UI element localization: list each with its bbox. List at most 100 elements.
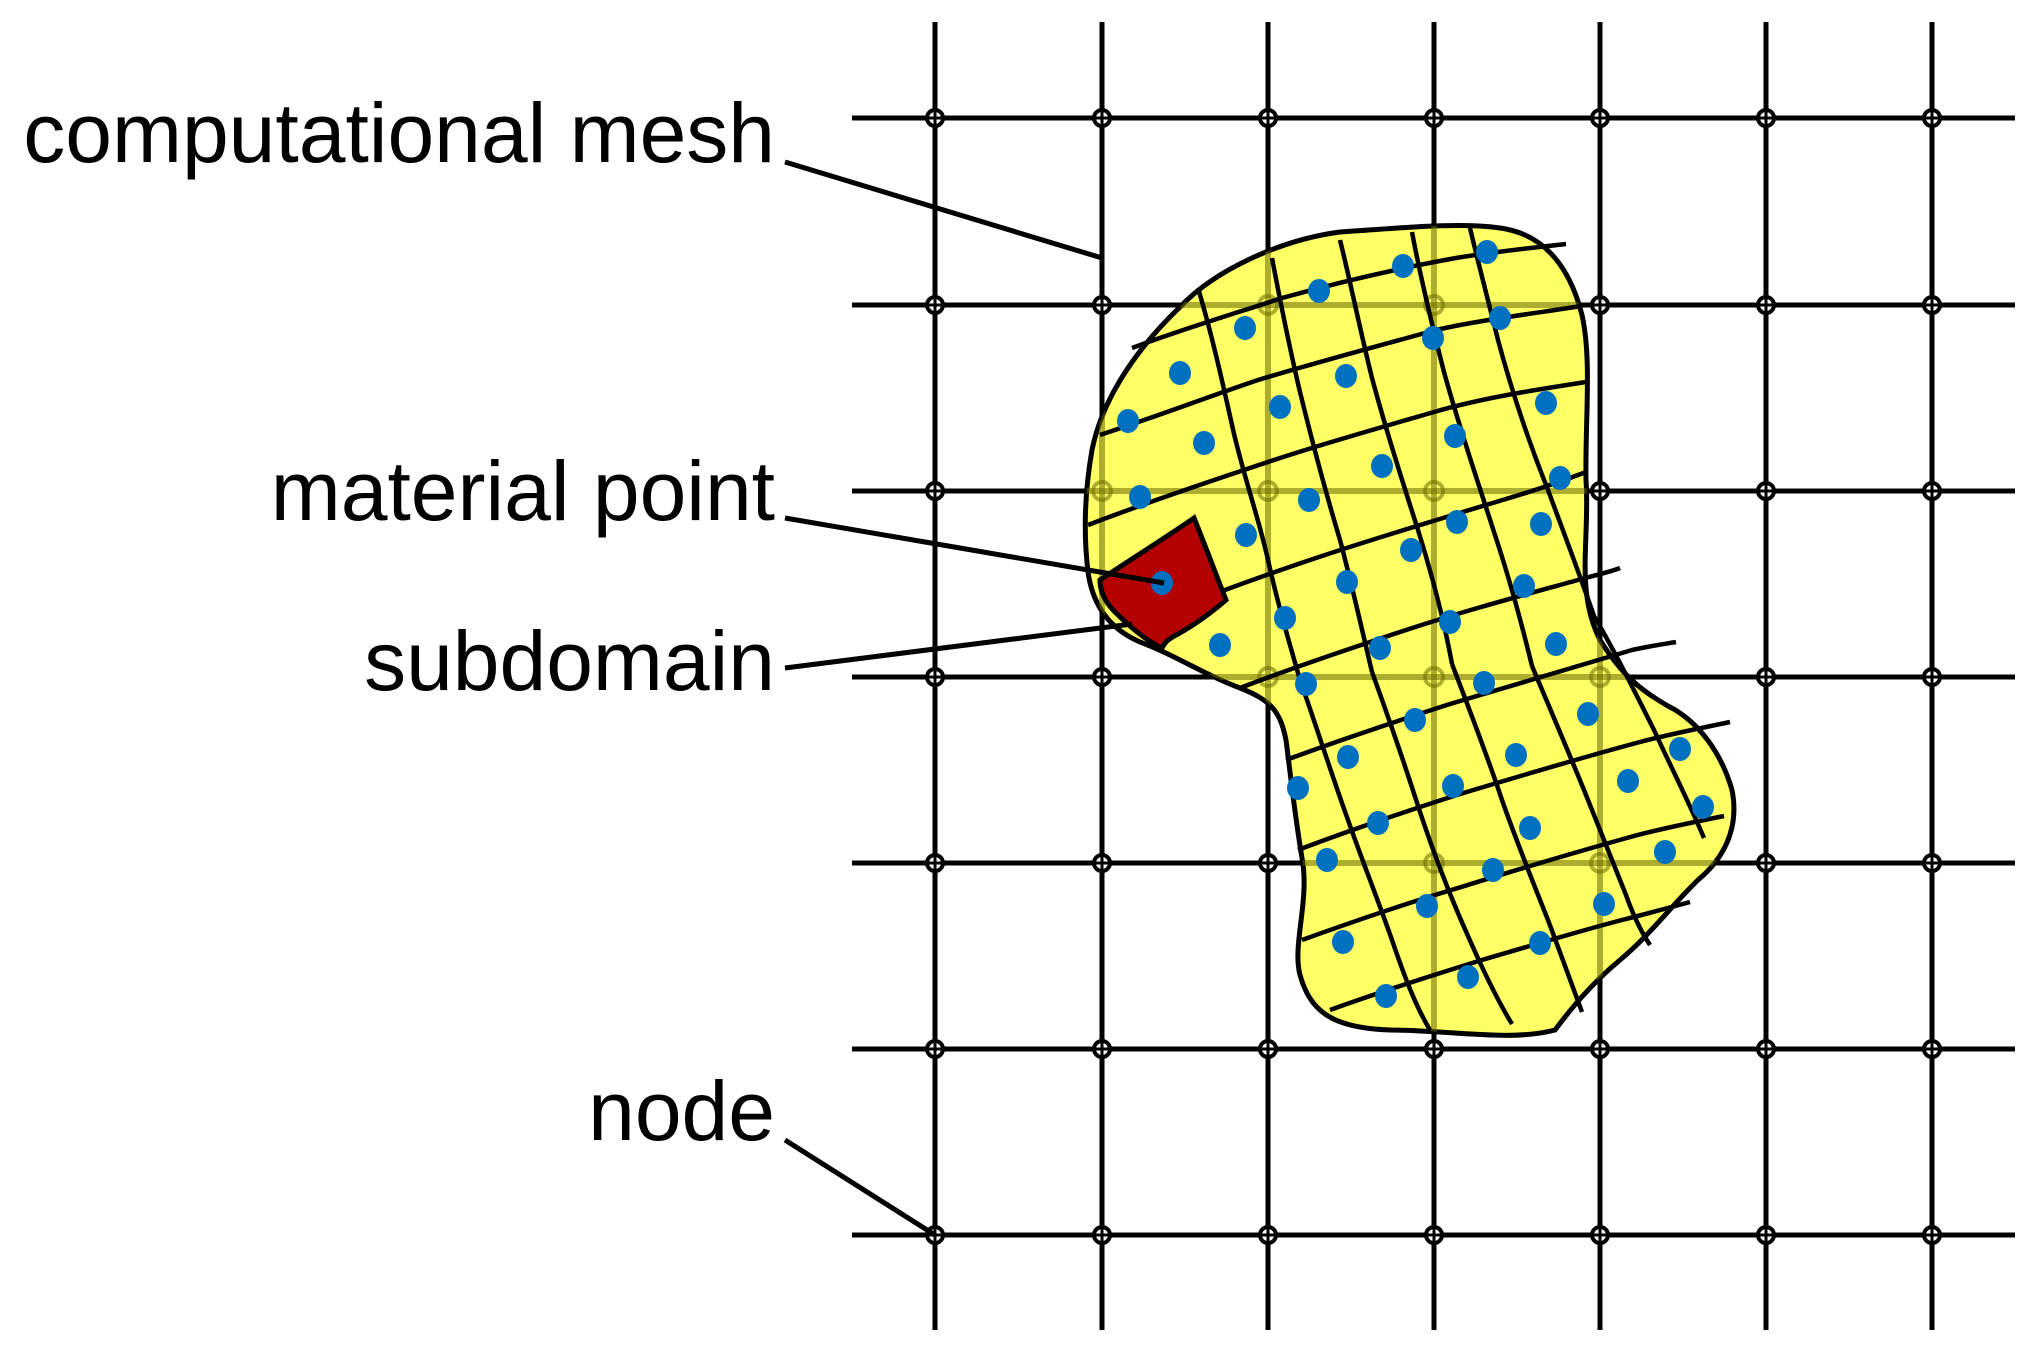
node-icon <box>925 667 945 687</box>
leader-computational-mesh <box>784 159 1103 261</box>
body-mesh-line <box>1467 227 1597 617</box>
material-point <box>1404 708 1426 732</box>
node-icon <box>1590 1225 1610 1245</box>
material-point <box>1234 316 1256 340</box>
material-point <box>1505 743 1527 767</box>
node-through-body <box>1423 480 1445 502</box>
node-icon <box>1756 667 1776 687</box>
node-icon <box>1922 295 1942 315</box>
node-icon <box>1258 853 1278 873</box>
node-icon <box>1756 1225 1776 1245</box>
node-icon <box>1922 481 1942 501</box>
material-point <box>1287 776 1309 800</box>
material-point <box>1392 254 1414 278</box>
node-icon <box>1258 1039 1278 1059</box>
material-point <box>1545 632 1567 656</box>
body-mesh-line <box>1592 614 1707 839</box>
leader-subdomain <box>784 621 1133 671</box>
body-mesh-line <box>1369 671 1514 1026</box>
leader-material-point <box>784 515 1165 586</box>
body-mesh-line <box>1159 469 1587 618</box>
leader-node <box>783 1137 937 1238</box>
material-point <box>1129 485 1151 509</box>
material-point <box>1535 391 1557 415</box>
material-point <box>1446 510 1468 534</box>
node-icon <box>1922 108 1942 128</box>
material-point <box>1209 633 1231 657</box>
material-point <box>1593 892 1615 916</box>
material-point <box>1617 769 1639 793</box>
node-through-body <box>1589 666 1611 688</box>
body-mesh-line <box>1087 379 1587 528</box>
material-point <box>1669 737 1691 761</box>
material-points <box>1117 240 1714 1008</box>
node-icon <box>1756 295 1776 315</box>
node-icon <box>1590 1039 1610 1059</box>
material-point <box>1692 795 1714 819</box>
material-point <box>1416 894 1438 918</box>
node-through-body <box>1091 480 1113 502</box>
node-icon <box>1590 481 1610 501</box>
material-point <box>1335 364 1357 388</box>
node-icon <box>1590 108 1610 128</box>
material-point <box>1422 326 1444 350</box>
material-point <box>1444 424 1466 448</box>
node-icon <box>925 108 945 128</box>
body-mesh-line <box>1285 639 1677 763</box>
node-icon <box>1756 853 1776 873</box>
node-icon <box>1756 481 1776 501</box>
material-point <box>1308 279 1330 303</box>
node-icon <box>1922 667 1942 687</box>
node-icon <box>925 853 945 873</box>
node-icon <box>1590 295 1610 315</box>
node-icon <box>1258 1225 1278 1245</box>
node-through-body <box>1257 666 1279 688</box>
material-point <box>1442 774 1464 798</box>
material-point <box>1519 816 1541 840</box>
material-point <box>1117 409 1139 433</box>
label-computational-mesh: computational mesh <box>23 86 775 180</box>
node-icon <box>1092 667 1112 687</box>
material-point <box>1367 811 1389 835</box>
node-through-body <box>1257 480 1279 502</box>
body-mesh-line <box>1131 241 1567 351</box>
body-mesh-line <box>1269 257 1375 673</box>
label-material-point: material point <box>271 444 775 538</box>
material-point <box>1473 671 1495 695</box>
node-icon <box>1258 108 1278 128</box>
node-through-body <box>1423 666 1445 688</box>
material-point <box>1332 930 1354 954</box>
material-point <box>1482 858 1504 882</box>
material-point <box>1298 488 1320 512</box>
node-icon <box>1922 1225 1942 1245</box>
material-point <box>1476 240 1498 264</box>
node-icon <box>1424 108 1444 128</box>
node-icon <box>1424 1225 1444 1245</box>
node-through-body <box>1423 294 1445 316</box>
material-point <box>1295 672 1317 696</box>
node-icon <box>1092 295 1112 315</box>
label-subdomain: subdomain <box>364 614 775 708</box>
node-icon <box>1922 1039 1942 1059</box>
material-point <box>1316 848 1338 872</box>
material-point <box>1336 570 1358 594</box>
material-point <box>1371 454 1393 478</box>
material-point <box>1457 965 1479 989</box>
material-point <box>1235 523 1257 547</box>
node-icon <box>1092 1225 1112 1245</box>
node-icon <box>925 1039 945 1059</box>
node-icon <box>1092 853 1112 873</box>
node-icon <box>1092 1039 1112 1059</box>
material-point <box>1530 512 1552 536</box>
node-through-body <box>1589 852 1611 874</box>
material-point <box>1193 431 1215 455</box>
material-point <box>1529 931 1551 955</box>
material-point <box>1654 840 1676 864</box>
node-icon <box>925 295 945 315</box>
node-icon <box>1092 108 1112 128</box>
body-mesh-line <box>1449 663 1585 1013</box>
node-icon <box>1756 1039 1776 1059</box>
node-icon <box>1922 853 1942 873</box>
